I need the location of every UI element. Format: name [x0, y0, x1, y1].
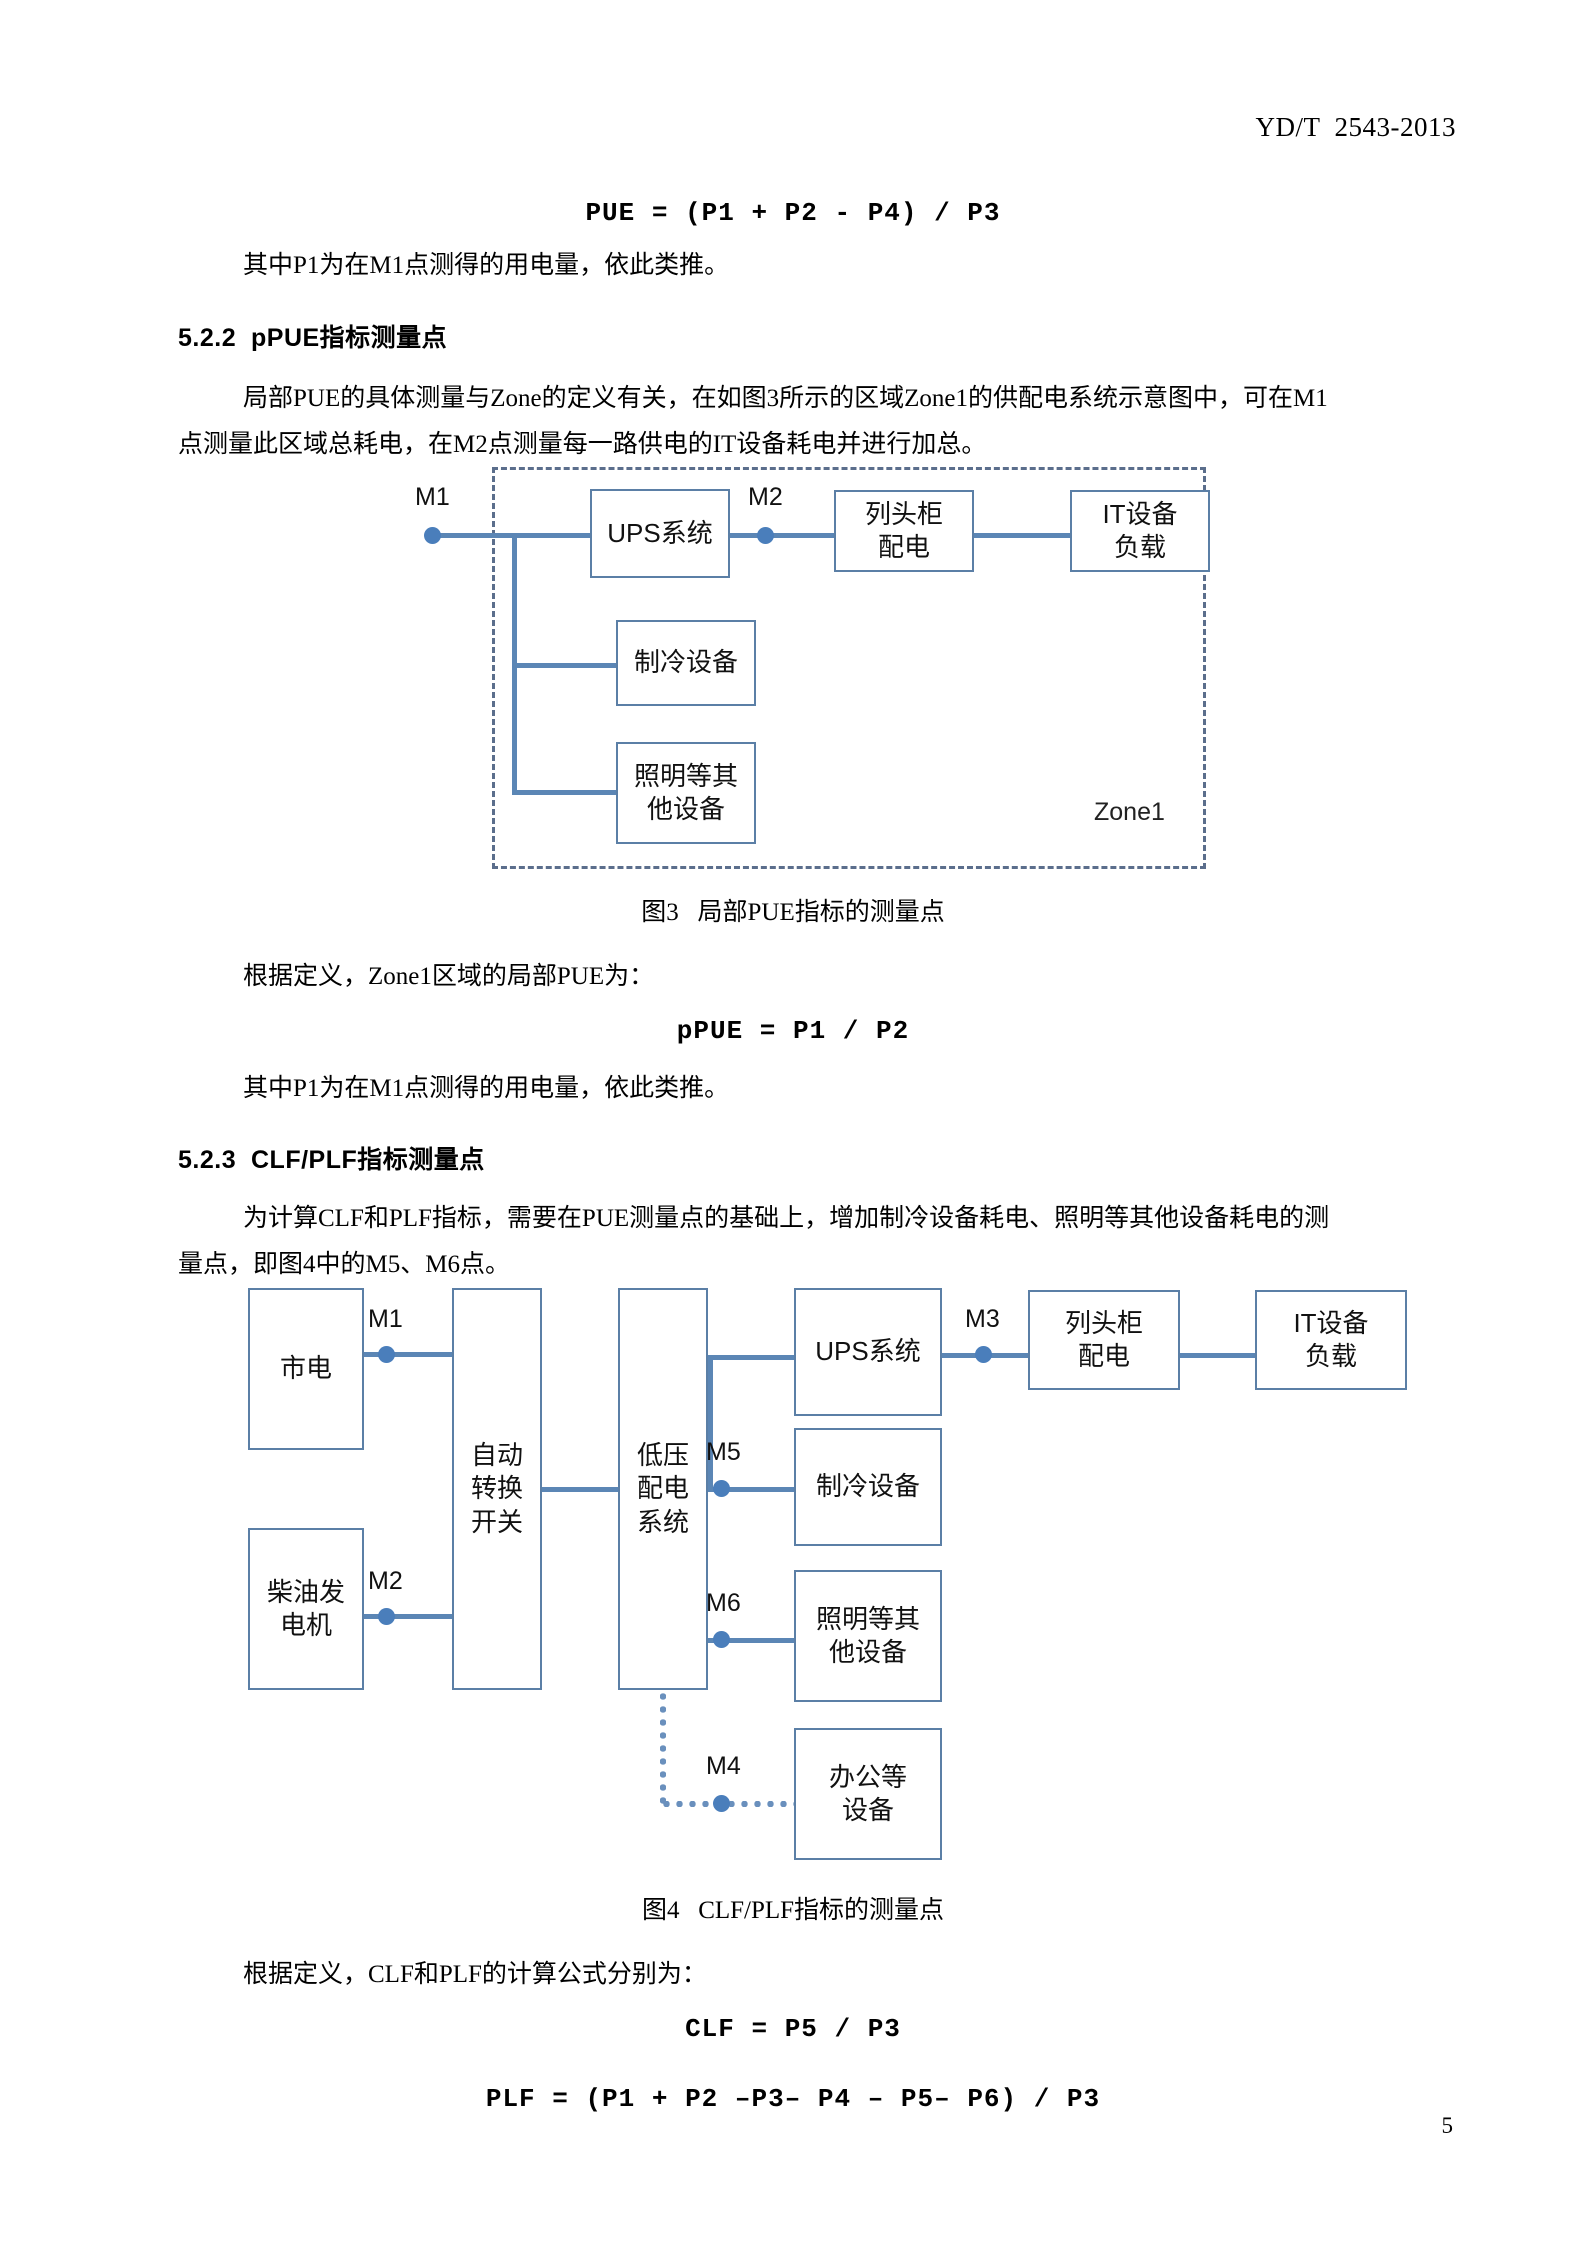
wire-lv-to-lighting [708, 1638, 794, 1643]
paragraph-clf-intro-line1: 为计算CLF和PLF指标，需要在PUE测量点的基础上，增加制冷设备耗电、照明等其… [243, 1205, 1330, 1232]
node-ats: 自动 转换 开关 [452, 1288, 542, 1690]
meter-label-f4-m6: M6 [706, 1589, 741, 1617]
node-f4-lighting: 照明等其 他设备 [794, 1570, 942, 1702]
node-f4-ups-system: UPS系统 [794, 1288, 942, 1416]
meter-label-f4-m1: M1 [368, 1305, 403, 1333]
paragraph-ppue-intro-line1: 局部PUE的具体测量与Zone的定义有关，在如图3所示的区域Zone1的供配电系… [243, 385, 1328, 412]
node-ups-system: UPS系统 [590, 489, 730, 578]
node-mains-power: 市电 [248, 1288, 364, 1450]
node-lv-distribution: 低压 配电 系统 [618, 1288, 708, 1690]
section-heading-5-2-3: 5.2.3 CLF/PLF指标测量点 [178, 1146, 485, 1174]
meter-dot-f4-m2 [378, 1608, 395, 1625]
node-pdu: 列头柜 配电 [834, 490, 974, 572]
formula-ppue: pPUE = P1 / P2 [676, 1016, 910, 1046]
meter-dot-m1 [424, 527, 441, 544]
meter-dot-f4-m5 [713, 1480, 730, 1497]
meter-label-f4-m5: M5 [706, 1438, 741, 1466]
node-f4-cooling: 制冷设备 [794, 1428, 942, 1546]
wire-lv-to-ups [708, 1355, 794, 1360]
formula-clf: CLF = P5 / P3 [685, 2014, 901, 2044]
wire-lv-riser [708, 1355, 713, 1489]
wire-pdu-to-it-f4 [1180, 1353, 1255, 1358]
node-f4-it-load: IT设备 负载 [1255, 1290, 1407, 1390]
meter-label-f4-m2: M2 [368, 1567, 403, 1595]
zone1-label: Zone1 [1094, 798, 1165, 826]
paragraph-after-fig3: 根据定义，Zone1区域的局部PUE为： [243, 963, 655, 990]
paragraph-after-ppue: 其中P1为在M1点测得的用电量，依此类推。 [243, 1075, 730, 1102]
wire-ups-to-pdu [730, 533, 834, 538]
zone1-boundary [492, 467, 1206, 869]
node-it-load: IT设备 负载 [1070, 490, 1210, 572]
wire-diesel-to-ats [364, 1614, 452, 1619]
wire-m1-to-bus [430, 533, 590, 538]
dotted-wire-lv-down [660, 1690, 666, 1806]
paragraph-after-pue: 其中P1为在M1点测得的用电量，依此类推。 [243, 252, 730, 279]
formula-pue: PUE = (P1 + P2 - P4) / P3 [585, 198, 1001, 228]
page-header-standard-id: YD/T 2543-2013 [1255, 112, 1456, 142]
paragraph-clf-intro-line2: 量点，即图4中的M5、M6点。 [178, 1251, 510, 1278]
figure-3-caption: 图3 局部PUE指标的测量点 [641, 899, 945, 926]
paragraph-after-fig4: 根据定义，CLF和PLF的计算公式分别为： [243, 1961, 707, 1988]
meter-label-m2: M2 [748, 483, 783, 511]
wire-bus-to-lighting [512, 790, 616, 795]
wire-ats-to-lv [542, 1487, 618, 1492]
paragraph-ppue-intro-line2: 点测量此区域总耗电，在M2点测量每一路供电的IT设备耗电并进行加总。 [178, 431, 987, 458]
meter-label-f4-m4: M4 [706, 1752, 741, 1780]
wire-pdu-to-it [974, 533, 1070, 538]
page-number: 5 [1441, 2113, 1454, 2138]
figure-4-caption: 图4 CLF/PLF指标的测量点 [641, 1897, 945, 1924]
formula-plf: PLF = (P1 + P2 –P3– P4 – P5– P6) / P3 [485, 2084, 1101, 2114]
wire-lv-to-cooling [708, 1487, 794, 1492]
meter-label-f4-m3: M3 [965, 1305, 1000, 1333]
meter-label-m1: M1 [415, 483, 450, 511]
meter-dot-f4-m6 [713, 1631, 730, 1648]
wire-bus-to-cooling [512, 663, 616, 668]
wire-mains-to-ats [364, 1352, 452, 1357]
section-heading-5-2-2: 5.2.2 pPUE指标测量点 [178, 324, 448, 352]
meter-dot-f4-m3 [975, 1346, 992, 1363]
node-lighting: 照明等其 他设备 [616, 742, 756, 844]
node-cooling: 制冷设备 [616, 620, 756, 706]
node-diesel-generator: 柴油发 电机 [248, 1528, 364, 1690]
meter-dot-f4-m1 [378, 1346, 395, 1363]
node-f4-pdu: 列头柜 配电 [1028, 1290, 1180, 1390]
node-f4-office: 办公等 设备 [794, 1728, 942, 1860]
meter-dot-f4-m4 [713, 1795, 730, 1812]
meter-dot-m2 [757, 527, 774, 544]
